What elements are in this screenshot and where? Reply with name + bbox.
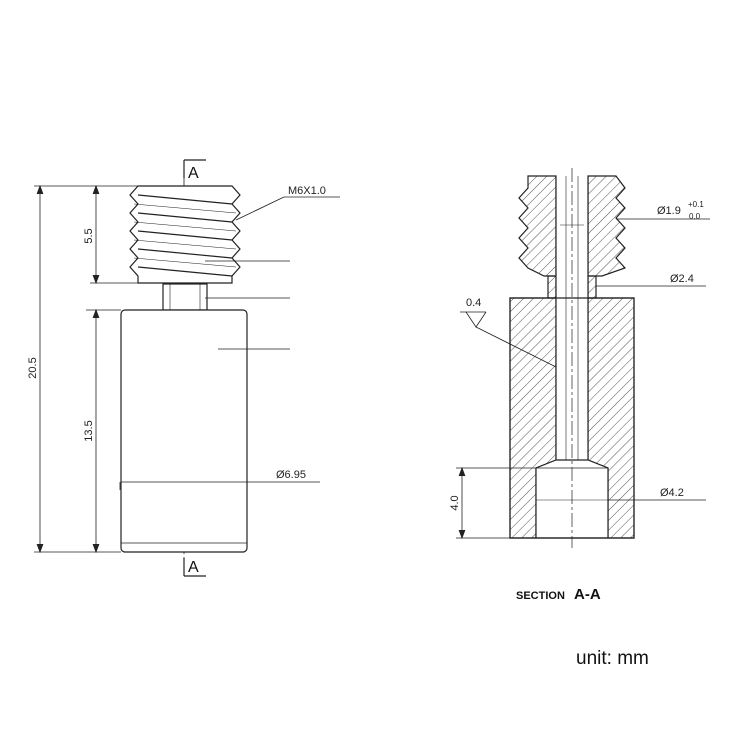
left-thread — [129, 185, 241, 284]
left-view — [34, 159, 340, 577]
section-thread-right — [587, 175, 627, 277]
dim-bore-diameter: Ø1.9 — [657, 205, 681, 217]
section-marker-top-label: A — [188, 165, 199, 182]
left-leaders — [205, 196, 340, 483]
left-body — [120, 309, 248, 553]
dim-bore-tol-upper: +0.1 — [688, 200, 704, 209]
section-marker-bottom — [183, 558, 206, 577]
section-dim-lines — [456, 218, 710, 540]
section-view — [456, 168, 710, 548]
unit-label: unit: mm — [576, 648, 649, 669]
section-neck-right — [587, 275, 597, 299]
section-caption-id: A-A — [574, 586, 601, 603]
surface-roughness: 0.4 — [466, 297, 481, 309]
section-marker-bottom-label: A — [188, 559, 199, 576]
section-neck-left — [547, 275, 557, 299]
dim-body-length: 13.5 — [83, 420, 95, 441]
dim-body-diameter: Ø6.95 — [276, 469, 306, 481]
thread-spec-label: M6X1.0 — [288, 185, 326, 197]
dim-bore-tol-lower: 0.0 — [689, 212, 701, 221]
dim-neck-diameter: Ø2.4 — [670, 273, 694, 285]
dim-thread-length: 5.5 — [83, 228, 95, 243]
section-thread-left — [518, 175, 557, 277]
dim-lines-left — [34, 184, 138, 554]
left-neck — [162, 283, 208, 311]
section-marker-top — [183, 159, 206, 178]
dim-counterbore-depth: 4.0 — [449, 495, 461, 510]
dim-total-length: 20.5 — [27, 357, 39, 378]
dim-counterbore-diameter: Ø4.2 — [660, 487, 684, 499]
section-caption-prefix: SECTION — [516, 590, 565, 602]
